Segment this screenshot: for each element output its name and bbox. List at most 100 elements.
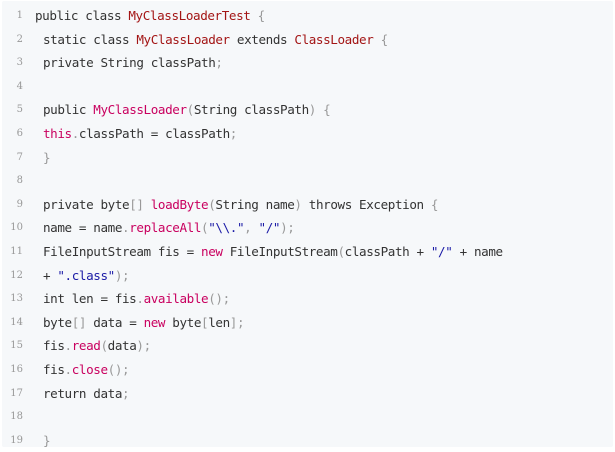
code-token: new (201, 243, 230, 259)
code-token: byte (43, 314, 72, 330)
code-token: ( (186, 102, 195, 118)
code-token: ; (229, 125, 238, 141)
code-token: name = name (43, 220, 123, 236)
code-line: 7} (2, 146, 613, 170)
code-token: return data (43, 385, 123, 401)
code-token: public class (35, 8, 129, 23)
code-token: byte (172, 314, 202, 330)
code-token: FileInputStream fis = (43, 243, 202, 259)
line-number: 7 (16, 151, 23, 163)
line-number: 15 (10, 340, 23, 352)
code-text: fis.close(); (43, 358, 130, 382)
code-text: byte[] data = new byte[len]; (43, 311, 245, 335)
line-number: 11 (10, 245, 23, 257)
code-text: + ".class"); (43, 264, 130, 288)
code-text: } (43, 429, 51, 452)
line-number: 14 (10, 316, 23, 328)
code-line: 16 fis.close(); (2, 358, 613, 382)
code-token: ( (208, 196, 216, 212)
code-token: + name (452, 243, 504, 259)
code-token: ( (337, 243, 345, 259)
code-text: } (43, 146, 51, 170)
code-token: ) { (308, 102, 331, 118)
code-token: len (208, 314, 230, 330)
code-token: FileInputStream (229, 243, 338, 259)
code-token: fis (43, 361, 65, 377)
code-line: 1 public class MyClassLoaderTest { (2, 4, 613, 28)
code-token: [ (201, 314, 209, 330)
code-text: fis.read(data); (43, 334, 151, 358)
line-number: 3 (16, 57, 23, 69)
code-text: return data; (43, 382, 130, 406)
code-token: "/" (430, 243, 453, 259)
line-number: 9 (16, 198, 23, 210)
code-text: public class MyClassLoaderTest { (35, 4, 265, 28)
code-line: 11 FileInputStream fis = new FileInputStr… (2, 240, 613, 264)
code-token: ]; (229, 314, 245, 330)
line-number: 10 (10, 222, 23, 234)
code-token: { (250, 8, 266, 23)
code-token: "/" (258, 220, 281, 236)
code-token: + (43, 267, 58, 283)
line-number: 16 (10, 363, 23, 375)
code-token: . (71, 125, 80, 141)
code-token: classPath = classPath (78, 125, 230, 141)
code-token: ( (201, 220, 209, 236)
code-line: 18 (2, 405, 613, 429)
code-token: . (136, 291, 144, 307)
code-line: 13 int len = fis.available(); (2, 287, 613, 311)
line-number: 18 (10, 411, 23, 423)
code-token: int len = fis (43, 291, 137, 307)
code-token: } (43, 149, 51, 165)
code-text: FileInputStream fis = new FileInputStrea… (43, 240, 503, 264)
code-text: private byte[] loadByte(String name) thr… (43, 193, 438, 217)
code-token: MyClassLoader (136, 31, 230, 47)
code-token: String name (215, 196, 295, 212)
code-token: . (122, 220, 130, 236)
code-token: . (64, 338, 73, 354)
line-number: 1 (16, 10, 23, 21)
code-text: this.classPath = classPath; (43, 122, 237, 146)
code-token: { (423, 196, 439, 212)
code-token: read (71, 338, 101, 354)
code-line: 15 fis.read(data); (2, 334, 613, 358)
code-token: ; (122, 385, 130, 401)
code-token: MyClassLoaderTest (128, 8, 251, 23)
code-token: . (64, 361, 73, 377)
line-number: 19 (10, 434, 23, 446)
code-token: ); (136, 338, 151, 354)
code-line: 12+ ".class"); (2, 264, 613, 288)
code-token: new (143, 314, 173, 330)
code-token: private String classPath (43, 55, 216, 71)
code-line: 8 (2, 169, 613, 193)
code-text: static class MyClassLoader extends Class… (43, 28, 388, 52)
code-token: "\\." (208, 220, 245, 236)
code-token: ) (294, 196, 309, 212)
code-text: name = name.replaceAll("\\.", "/"); (43, 216, 295, 240)
code-token: [] (129, 196, 151, 212)
code-token: fis (43, 338, 65, 354)
code-line: 4 (2, 75, 613, 99)
code-token: ); (280, 220, 295, 236)
code-token: throws Exception (308, 196, 424, 212)
line-number: 6 (16, 127, 23, 139)
line-number: 13 (10, 293, 23, 305)
code-line: 6 this.classPath = classPath; (2, 122, 613, 146)
code-token: this (43, 125, 72, 141)
code-line: 10 name = name.replaceAll("\\.", "/"); (2, 216, 613, 240)
code-token: static class (43, 31, 137, 47)
code-token: available (143, 291, 209, 307)
line-number: 4 (16, 80, 23, 92)
code-token: ); (114, 267, 130, 283)
code-token: (); (208, 291, 230, 307)
code-token: MyClassLoader (93, 102, 187, 118)
code-text: int len = fis.available(); (43, 287, 230, 311)
code-token: close (71, 361, 108, 377)
code-token: replaceAll (129, 220, 202, 236)
line-number: 17 (10, 387, 23, 399)
code-line: 19} (2, 429, 613, 452)
code-token: [] (71, 314, 94, 330)
